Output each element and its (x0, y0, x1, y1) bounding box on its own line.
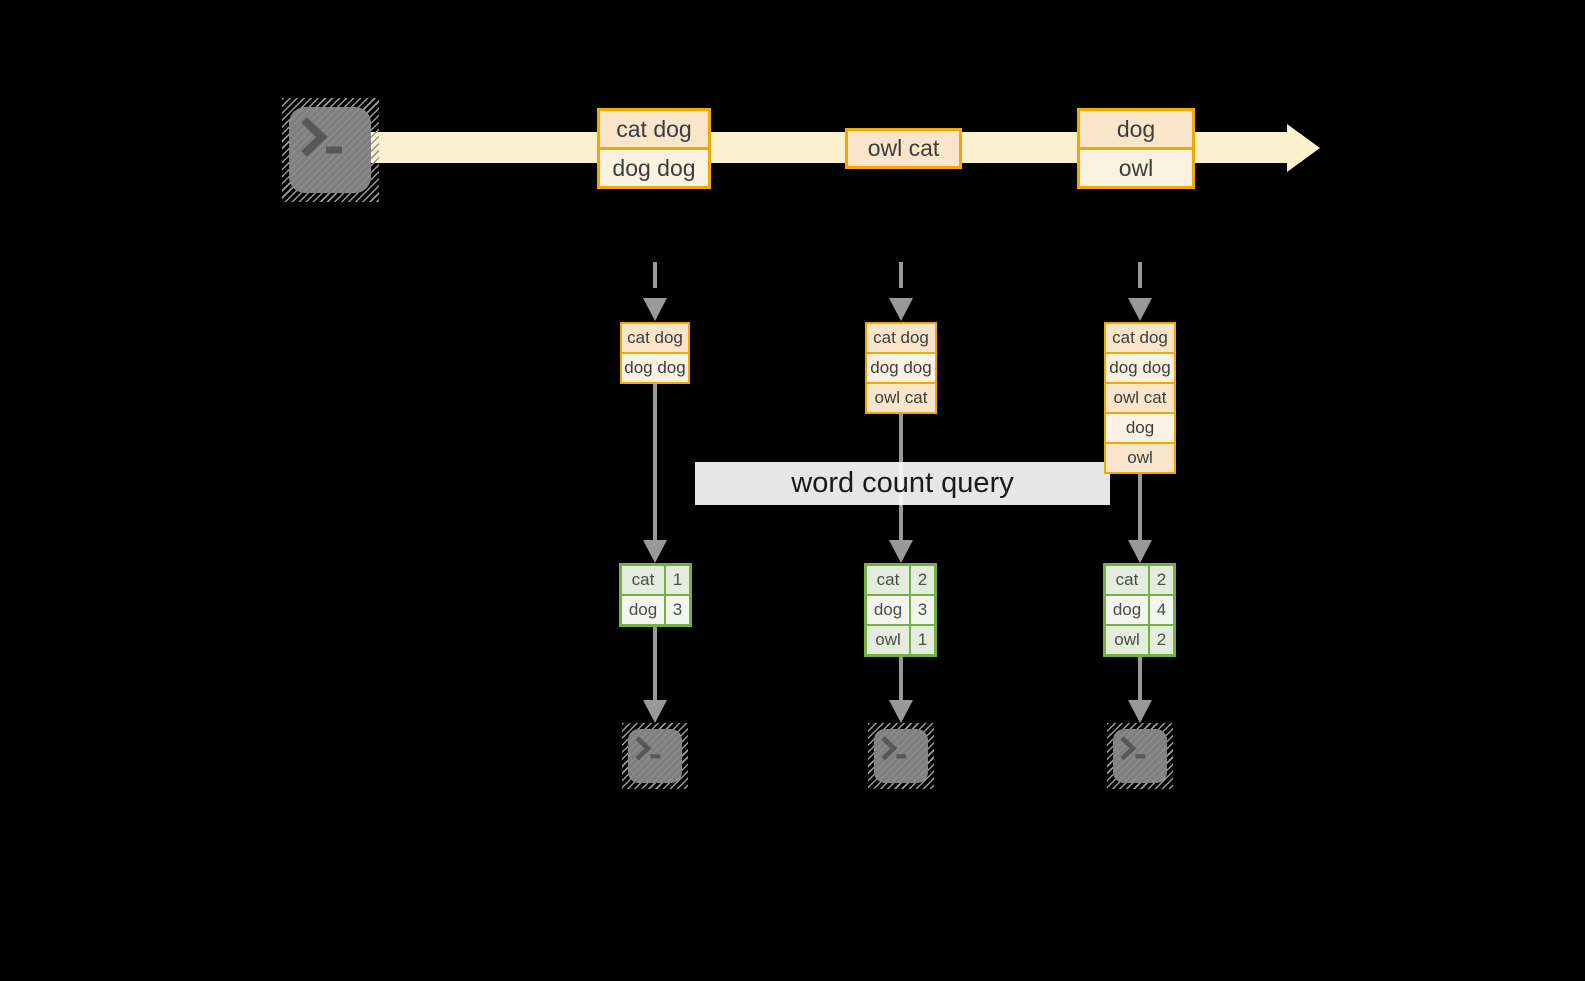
stack-item: dog dog (1106, 354, 1174, 382)
word-cell: cat (1106, 566, 1148, 594)
table-row: cat 2 (867, 566, 934, 594)
word-cell: owl (867, 626, 909, 654)
arrow-icon (1138, 657, 1142, 700)
count-table-1: cat 1 dog 3 (619, 563, 692, 627)
table-row: owl 2 (1106, 626, 1173, 654)
table-row: dog 3 (867, 596, 934, 624)
arrow-icon (899, 657, 903, 700)
dashed-arrow-icon (899, 262, 903, 288)
count-cell: 2 (911, 566, 934, 594)
count-cell: 1 (911, 626, 934, 654)
terminal-sink-icon (622, 723, 688, 789)
table-row: dog 4 (1106, 596, 1173, 624)
message-text: owl cat (848, 131, 959, 166)
message-stack-1: cat dog dog dog (620, 322, 690, 384)
arrowhead-icon (889, 540, 913, 563)
table-row: cat 2 (1106, 566, 1173, 594)
stream-message-box-2: owl cat (845, 128, 962, 169)
word-cell: dog (867, 596, 909, 624)
count-table-2: cat 2 dog 3 owl 1 (864, 563, 937, 657)
stream-message-box-3: dog owl (1077, 108, 1195, 189)
terminal-prompt-glyph-icon (301, 117, 342, 157)
dashed-arrow-icon (1138, 262, 1142, 288)
stack-item: dog dog (622, 354, 688, 382)
stream-message-box-1: cat dog dog dog (597, 108, 711, 189)
dashed-arrowhead-icon (643, 298, 667, 321)
query-label: word count query (695, 462, 1110, 505)
word-cell: dog (622, 596, 664, 624)
dashed-arrow-icon (653, 262, 657, 288)
word-cell: cat (622, 566, 664, 594)
terminal-prompt-glyph-icon (881, 736, 907, 761)
arrowhead-icon (643, 700, 667, 723)
message-text: owl (1080, 150, 1192, 186)
word-cell: dog (1106, 596, 1148, 624)
dashed-arrowhead-icon (889, 298, 913, 321)
terminal-sink-icon (1107, 723, 1173, 789)
arrow-icon (653, 627, 657, 700)
terminal-sink-icon (868, 723, 934, 789)
arrowhead-icon (1128, 700, 1152, 723)
message-stack-2: cat dog dog dog owl cat (865, 322, 937, 414)
dashed-arrowhead-icon (1128, 298, 1152, 321)
arrowhead-icon (889, 700, 913, 723)
stack-item: cat dog (867, 324, 935, 352)
terminal-prompt-glyph-icon (1120, 736, 1146, 761)
stack-item: dog (1106, 414, 1174, 442)
table-row: cat 1 (622, 566, 689, 594)
stack-item: cat dog (1106, 324, 1174, 352)
arrow-icon (1138, 474, 1142, 540)
table-row: owl 1 (867, 626, 934, 654)
count-cell: 3 (666, 596, 689, 624)
stack-item: owl cat (1106, 384, 1174, 412)
arrow-icon (653, 384, 657, 540)
message-text: dog dog (600, 150, 708, 186)
stack-item: cat dog (622, 324, 688, 352)
message-text: cat dog (600, 111, 708, 147)
terminal-source-icon (282, 98, 379, 202)
count-cell: 1 (666, 566, 689, 594)
word-cell: owl (1106, 626, 1148, 654)
message-text: dog (1080, 111, 1192, 147)
word-cell: cat (867, 566, 909, 594)
stream-arrowhead-icon (1287, 124, 1320, 172)
table-row: dog 3 (622, 596, 689, 624)
count-table-3: cat 2 dog 4 owl 2 (1103, 563, 1176, 657)
stack-item: owl cat (867, 384, 935, 412)
terminal-prompt-glyph-icon (635, 736, 661, 761)
count-cell: 2 (1150, 626, 1173, 654)
count-cell: 4 (1150, 596, 1173, 624)
stack-item: owl (1106, 444, 1174, 472)
count-cell: 2 (1150, 566, 1173, 594)
arrowhead-icon (643, 540, 667, 563)
arrowhead-icon (1128, 540, 1152, 563)
count-cell: 3 (911, 596, 934, 624)
message-stack-3: cat dog dog dog owl cat dog owl (1104, 322, 1176, 474)
stack-item: dog dog (867, 354, 935, 382)
